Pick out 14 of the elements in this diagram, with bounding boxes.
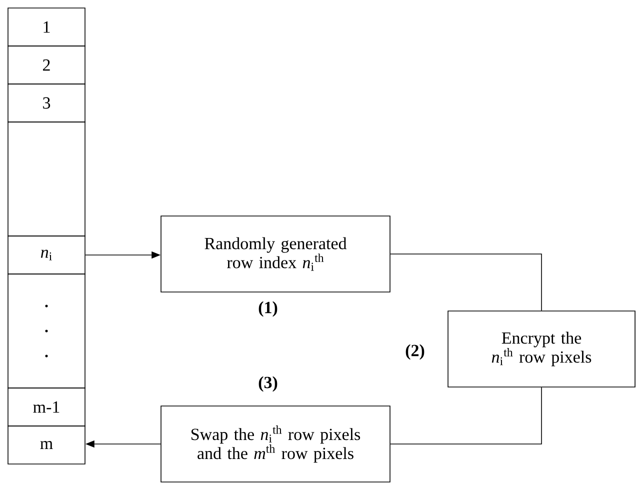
connector-line — [390, 387, 542, 444]
process-box: Swap the n$_{i}$$^{th}$ row pixels and the m$^{th}$ row pixels — [160, 406, 390, 482]
table-cell: m — [8, 426, 86, 464]
step-label: (2) — [406, 344, 424, 360]
table-cell — [8, 122, 86, 236]
connector-line — [390, 254, 542, 311]
process-box: Encrypt the n$_{i}$$^{th}$ row pixels — [448, 310, 636, 388]
table-cell: 2 — [8, 46, 86, 84]
process-box: Randomly generated row index n$_{i}$th — [160, 216, 390, 292]
table-cell: 1 — [8, 8, 86, 46]
table-cell: m-1 — [8, 388, 86, 426]
table-cell: n$_{i}$ — [8, 236, 86, 274]
table-cell — [8, 274, 86, 388]
table-cell: 3 — [8, 84, 86, 122]
